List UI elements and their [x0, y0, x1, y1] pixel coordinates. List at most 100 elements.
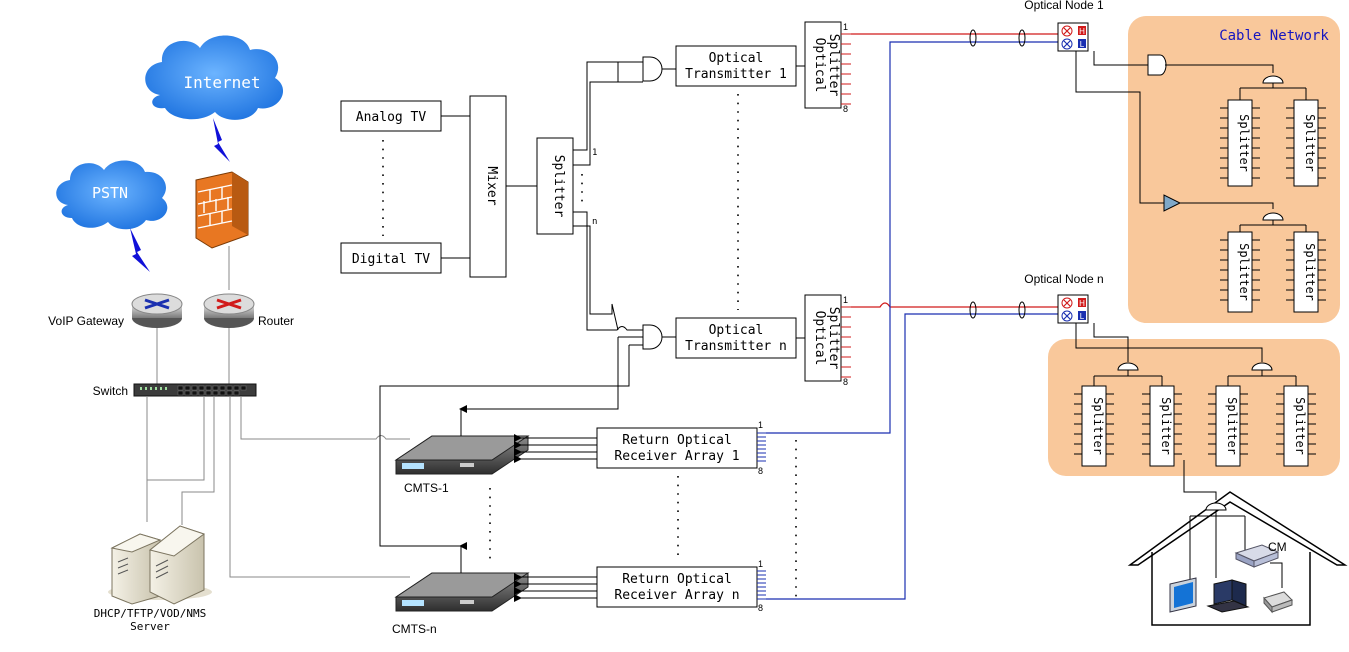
network-splitter: Splitter: [1283, 385, 1309, 467]
return-receiver-1-port-8: 8: [758, 466, 763, 476]
optical-node-n-label: Optical Node n: [1024, 272, 1103, 286]
return-receiver-1-port-1: 1: [758, 420, 763, 430]
cmts-1-to-otx-n: [461, 337, 619, 410]
tap-icon: [1117, 362, 1139, 371]
voip-gateway-icon: [131, 293, 183, 328]
return-receiver-1-label-line1: Return Optical: [622, 433, 732, 448]
optical-transmitter-1-box: [675, 45, 797, 87]
firewall-icon: [195, 171, 249, 249]
cable-network-n-area: [1048, 339, 1340, 476]
lightning-icon: [130, 228, 150, 272]
server-label-line2: Server: [130, 620, 170, 633]
analog-tv-label: Analog TV: [356, 110, 427, 125]
internet-label: Internet: [183, 73, 260, 92]
cmts-n-icon: [394, 572, 530, 612]
splitter-label: Splitter: [551, 155, 566, 218]
optical-splitter-1-port-1: 1: [843, 22, 848, 32]
phone-icon: [1263, 591, 1293, 614]
svg-text:Splitter: Splitter: [1303, 114, 1317, 172]
tap-icon: [1262, 212, 1284, 221]
router-label: Router: [258, 314, 294, 328]
optical-transmitter-1-label-line1: Optical: [709, 51, 764, 66]
optical-splitter-n-port-8: 8: [843, 377, 848, 387]
amplifier-icon: [1163, 194, 1182, 212]
optical-splitter-1-box: [804, 21, 842, 109]
return-receiver-n-port-1: 1: [758, 559, 763, 569]
optical-node-1-label: Optical Node 1: [1024, 0, 1104, 12]
analog-tv-box: [340, 100, 442, 132]
optical-transmitter-n-label-line2: Transmitter n: [685, 339, 787, 354]
optical-splitter-n-box: [804, 294, 842, 382]
optical-transmitter-1-label-line2: Transmitter 1: [685, 67, 787, 82]
return-receiver-n-label-line1: Return Optical: [622, 572, 732, 587]
pstn-cloud: PSTN: [56, 160, 168, 230]
cmts-n-label: CMTS-n: [392, 622, 437, 636]
network-splitter: Splitter: [1293, 231, 1319, 313]
cmts-1-label: CMTS-1: [404, 481, 449, 495]
optical-splitter-1-label-line2: Splitter: [826, 34, 841, 97]
svg-text:Splitter: Splitter: [1303, 243, 1317, 301]
digital-tv-label: Digital TV: [352, 252, 430, 267]
cm-label: CM: [1268, 540, 1287, 554]
switch-icon: [133, 383, 257, 397]
network-splitter: Splitter: [1227, 99, 1253, 187]
splitter-port-n: n: [592, 217, 597, 227]
monitor-icon: [1169, 577, 1197, 613]
tap-icon: [1251, 362, 1273, 371]
return-fiber-1: [766, 41, 1058, 434]
network-splitter: Splitter: [1293, 99, 1319, 187]
forward-fiber-n: [851, 302, 1058, 308]
splitter-port-1: 1: [592, 148, 597, 158]
return-receiver-n-label-line2: Receiver Array n: [614, 588, 739, 603]
node-n-l: L: [1080, 312, 1085, 321]
node-1-h: H: [1079, 27, 1085, 36]
router-icon: [203, 293, 255, 328]
mixer-label: Mixer: [484, 166, 499, 205]
network-splitter: Splitter: [1081, 385, 1107, 467]
svg-text:Splitter: Splitter: [1293, 397, 1307, 455]
internet-cloud: Internet: [145, 35, 284, 120]
optical-splitter-1-label-line1: Optical: [812, 38, 827, 93]
pstn-label: PSTN: [92, 184, 128, 202]
optical-splitter-n-label-line1: Optical: [812, 311, 827, 366]
home-icon: [1127, 491, 1348, 626]
return-receiver-n-port-8: 8: [758, 603, 763, 613]
combiner-n-icon: [642, 324, 663, 350]
server-icon: [108, 525, 212, 605]
network-splitter: Splitter: [1227, 231, 1253, 313]
optical-transmitter-n-box: [675, 317, 797, 359]
node-n-h: H: [1079, 299, 1085, 308]
tap-icon: [1262, 75, 1284, 84]
return-receiver-1-label-line2: Receiver Array 1: [614, 449, 739, 464]
optical-splitter-1-port-8: 8: [843, 104, 848, 114]
lightning-icon: [213, 118, 230, 162]
network-splitter: Splitter: [1149, 385, 1175, 467]
node-1-l: L: [1080, 40, 1085, 49]
network-splitter: Splitter: [1215, 385, 1241, 467]
cable-network-label: Cable Network: [1219, 28, 1329, 44]
switch-cmts-1-link: [240, 396, 410, 440]
splitter-box: [536, 137, 574, 235]
svg-text:Splitter: Splitter: [1225, 397, 1239, 455]
svg-text:Splitter: Splitter: [1237, 114, 1251, 172]
cable-modem-icon: [1234, 544, 1280, 568]
svg-text:Splitter: Splitter: [1237, 243, 1251, 301]
computer-icon: [1206, 579, 1250, 613]
optical-splitter-n-port-1: 1: [843, 295, 848, 305]
mixer-box: [469, 95, 507, 278]
switch-label: Switch: [93, 384, 128, 398]
optical-splitter-n-label-line2: Splitter: [826, 307, 841, 370]
home-tap-icon: [1205, 502, 1227, 511]
voip-gateway-label: VoIP Gateway: [48, 314, 124, 328]
return-fiber-n: [766, 313, 1058, 600]
optical-node-1: H L: [1057, 22, 1089, 52]
combiner-1-icon: [642, 56, 663, 82]
cmts-n-to-otx-n: [379, 345, 630, 547]
switch-cmts-n-link: [229, 396, 410, 578]
switch-server-link-3: [181, 396, 215, 525]
optical-transmitter-n-label-line1: Optical: [709, 323, 764, 338]
cmts-1-icon: [394, 435, 530, 475]
server-label-line1: DHCP/TFTP/VOD/NMS: [94, 607, 207, 620]
digital-tv-box: [340, 242, 442, 274]
optical-node-n: H L: [1057, 294, 1089, 324]
